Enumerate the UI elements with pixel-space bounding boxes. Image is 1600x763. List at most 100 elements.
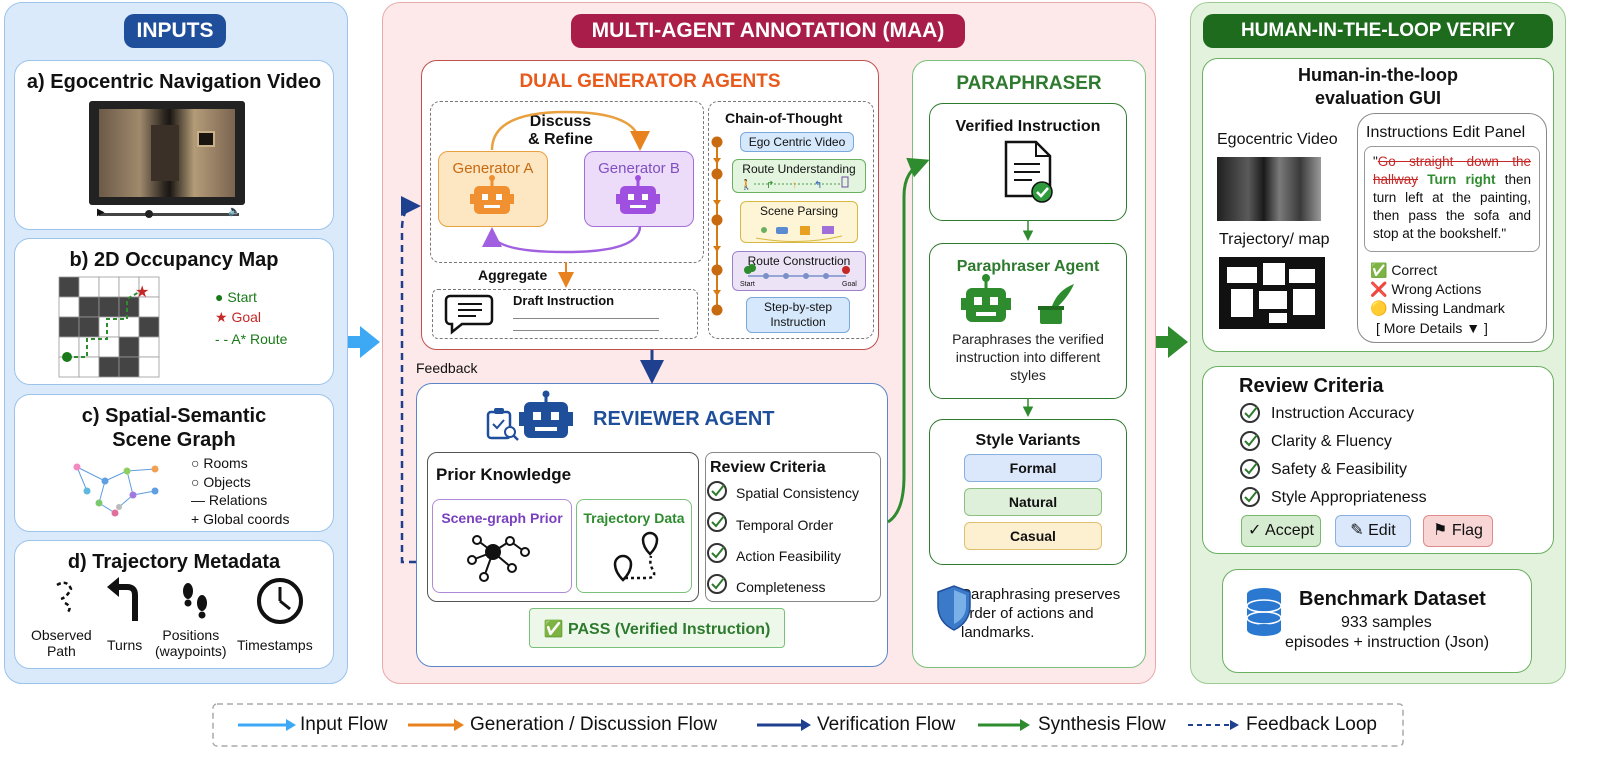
video-scrubber[interactable] [99,213,239,216]
traj-item-timestamps: Timestamps [237,637,313,653]
feedback-label: Feedback [416,360,478,376]
aggregate-label: Aggregate [478,267,548,283]
status-wrong-actions[interactable]: ❌ Wrong Actions [1370,281,1482,297]
volume-icon[interactable]: 🔈 [228,206,241,217]
generator-b-label: Generator B [598,160,680,177]
hitl-review-card: Review Criteria Instruction Accuracy Cla… [1202,366,1554,554]
paraphraser-note: Paraphrasing preserves order of actions … [961,586,1121,641]
hitl-title: HUMAN-IN-THE-LOOP VERIFY [1203,14,1553,48]
pass-badge: ✅ PASS (Verified Instruction) [529,608,785,648]
edit-button[interactable]: ✎ Edit [1335,515,1411,547]
review-item-accuracy: Instruction Accuracy [1271,405,1415,422]
cot-step-route: Route Understanding [732,159,866,193]
style-formal[interactable]: Formal [964,454,1102,482]
benchmark-samples: 933 samples [1341,614,1432,631]
more-details-toggle[interactable]: [ More Details ▼ ] [1376,320,1488,336]
reviewer-criteria-title: Review Criteria [710,459,826,476]
legend-route: - - A* Route [215,331,288,347]
generator-a-robot-icon [470,175,514,214]
trajectory-data: Trajectory Data [576,499,692,593]
footprints-icon [183,583,207,619]
instruction-editor[interactable]: "Go straight down the hallway Turn right… [1364,146,1540,252]
gui-title-2: evaluation GUI [1314,88,1442,108]
style-variants-title: Style Variants [975,432,1081,449]
gui-card: Human-in-the-loop evaluation GUI Egocent… [1202,58,1554,352]
synthesis-arrow [887,157,930,524]
legend-goal: ★ Goal [215,309,262,325]
route-construction-icons [744,264,850,279]
cot-step-scene: Scene Parsing [740,201,858,243]
dual-generator-title: DUAL GENERATOR AGENTS [519,71,781,92]
status-missing-landmark[interactable]: 🟡 Missing Landmark [1370,300,1505,316]
legend-input-label: Input Flow [300,714,388,735]
style-casual[interactable]: Casual [964,522,1102,550]
edit-panel: Instructions Edit Panel "Go straight dow… [1357,113,1547,343]
prior-knowledge-title: Prior Knowledge [436,465,572,484]
struck-text: Go straight down the hallway [1373,154,1531,187]
turn-icon [115,584,138,621]
ego-video-label: Egocentric Video [1217,131,1338,148]
video-label: a) Egocentric Navigation Video [26,71,322,93]
synthesis-flow-arrow [1156,326,1188,358]
reviewer-check-icons [707,481,727,594]
paraphraser-card: PARAPHRASER Verified Instruction Paraphr… [912,60,1146,668]
legend-generation-label: Generation / Discussion Flow [470,714,718,735]
traj-map-thumbnail [1219,257,1325,329]
cot-group: Chain-of-Thought [708,101,874,339]
feedback-loop-arrow [400,196,421,564]
play-icon[interactable]: ▶ [97,207,105,218]
traj-item-turns: Turns [107,637,143,653]
scene-graph-prior-icon [467,535,530,582]
start-marker [62,352,72,362]
discuss-refine-label: Discuss & Refine [528,113,593,148]
reviewer-card: REVIEWER AGENT Prior Knowledge Scene-gra… [416,383,888,667]
scrub-handle[interactable] [145,210,153,218]
discuss-arrow [490,110,650,151]
trajectory-data-label: Trajectory Data [583,510,685,526]
goal-marker: ★ [135,284,149,301]
occupancy-map: ★ [58,276,160,378]
database-icon [1246,588,1282,636]
scene-graph-prior: Scene-graph Prior [432,499,572,593]
cot-step-instruction: Step-by-step Instruction [746,297,850,333]
route-understanding-icons: 🚶 ↱↑↰ [740,176,849,191]
inserted-text: Turn right [1427,172,1496,187]
flag-button[interactable]: ⚑ Flag [1423,515,1493,547]
map-free-cell [138,356,160,378]
reviewer-robot-icon [519,390,573,438]
style-variants-box: Style Variants Formal Natural Casual [929,419,1127,565]
sg-legend-relations: — Relations [191,492,268,508]
gui-title-1: Human-in-the-loop [1298,65,1458,85]
paraphraser-title: PARAPHRASER [956,73,1102,94]
cot-timeline [711,136,723,316]
paraphraser-robot-icon [961,274,1011,322]
quill-ink-icon [1038,284,1074,324]
paraphraser-agent-desc: Paraphrases the verified instruction int… [952,331,1104,383]
clipboard-search-icon [486,408,519,441]
generator-a-label: Generator A [452,160,534,177]
status-correct[interactable]: ✅ Correct [1370,262,1438,278]
scene-parsing-icons [755,226,843,243]
a-star-route [67,290,142,358]
accept-button[interactable]: ✓ Accept [1241,515,1321,547]
occupancy-card: b) 2D Occupancy Map ★ ● Start ★ Goal - -… [14,238,334,385]
trajectory-pin-icon [613,531,659,582]
shield-icon [937,585,971,631]
paraphraser-agent-box: Paraphraser Agent Paraphrases the verifi… [929,243,1127,399]
chat-icon [444,294,494,335]
svg-text:↱: ↱ [766,180,774,191]
ego-video-thumbnail [1217,157,1321,221]
sg-legend-coords: + Global coords [191,511,290,527]
scene-graph-card: c) Spatial-Semantic Scene Graph ○ Rooms … [14,394,334,532]
pass-label: ✅ PASS (Verified Instruction) [543,621,771,638]
svg-text:↰: ↰ [814,180,822,191]
cot-step-scene-label: Scene Parsing [759,204,839,218]
legend-verification-label: Verification Flow [817,714,956,735]
input-flow-arrow [348,326,380,358]
paraphraser-agent-title: Paraphraser Agent [956,258,1100,275]
style-natural[interactable]: Natural [964,488,1102,516]
scene-graph-prior-label: Scene-graph Prior [441,510,563,526]
criteria-spatial: Spatial Consistency [736,485,859,501]
traj-map-label: Trajectory/ map [1219,231,1330,248]
quote-open: " [1373,154,1378,169]
